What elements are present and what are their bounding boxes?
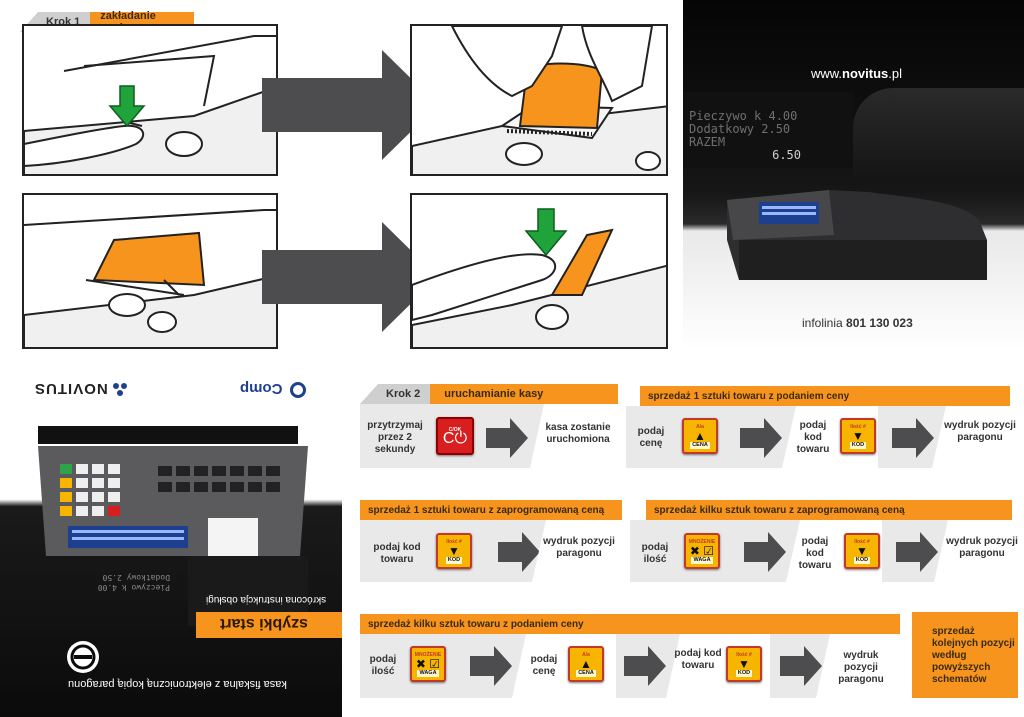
display-line-2: Dodatkowy 2.50 — [689, 122, 791, 136]
illustration-close-lid — [412, 208, 666, 347]
step2-tag: Krok 2 uruchamianie kasy — [360, 384, 619, 404]
start-hold-text: przytrzymaj przez 2 sekundy — [367, 420, 423, 455]
step-arrow-icon-4 — [498, 532, 540, 572]
many-price-t1: podaj ilość — [369, 654, 397, 677]
one-prog-t2: wydruk pozycji paragonu — [543, 536, 615, 559]
one-price-box-3 — [932, 406, 1024, 468]
website-url[interactable]: www.novitus.pl — [810, 66, 902, 81]
panel-roll-placed — [22, 193, 278, 349]
row-many-price-header: sprzedaż kilku sztuk towaru z podaniem c… — [360, 614, 900, 634]
waga-key-icon: MNOŻENIE✖ ☑WAGA — [684, 533, 720, 569]
many-prog-t1: podaj ilość — [641, 542, 669, 565]
many-price-t2: podaj cenę — [530, 654, 558, 677]
waga-key-icon-2: MNOŻENIE✖ ☑WAGA — [410, 646, 446, 682]
cena-key-icon-2: A/a▲CENA — [568, 646, 604, 682]
row-one-price-header: sprzedaż 1 sztuki towaru z podaniem ceny — [640, 386, 1010, 406]
kod-key-icon-2: Ilość #▼KOD — [436, 533, 472, 569]
kod-key-icon-4: Ilość #▼KOD — [726, 646, 762, 682]
illustration-roll-placed — [24, 209, 276, 347]
illustration-press-lever — [24, 35, 276, 174]
repeat-note: sprzedaż kolejnych pozycji według powyżs… — [912, 612, 1018, 698]
step-arrow-icon — [486, 418, 528, 458]
step-arrow-icon-6 — [896, 532, 938, 572]
one-prog-box-2 — [532, 520, 616, 582]
step-arrow-icon-7 — [470, 646, 512, 686]
cena-key-icon: A/a▲CENA — [682, 418, 718, 454]
one-price-t2: podaj kod towaru — [796, 420, 830, 455]
panel-close-lid — [410, 193, 668, 349]
panel-press-lever — [22, 24, 278, 176]
green-down-arrow-icon-2 — [524, 208, 568, 257]
step-arrow-icon-9 — [780, 646, 822, 686]
many-price-box-4 — [816, 634, 900, 698]
cover-subtitle: skrócona instrukcja obsługi — [206, 594, 327, 605]
step2-label: uruchamianie kasy — [430, 384, 619, 404]
kod-key-icon: Ilość #▼KOD — [840, 418, 876, 454]
step-arrow-icon-8 — [624, 646, 666, 686]
display-line-4: 6.50 — [772, 148, 801, 162]
many-prog-t2: podaj kod towaru — [798, 536, 832, 571]
step2-number: Krok 2 — [360, 384, 431, 404]
start-result-box — [530, 404, 616, 468]
many-price-t4: wydruk pozycji paragonu — [838, 650, 884, 685]
green-down-arrow-icon — [108, 85, 146, 128]
row-one-prog-header: sprzedaż 1 sztuki towaru z zaprogramowan… — [360, 500, 622, 520]
comp-logo-icon — [290, 382, 306, 398]
display-line-3: RAZEM — [689, 135, 726, 149]
e-copy-logo-icon — [67, 641, 99, 673]
row-many-prog-header: sprzedaż kilku sztuk towaru z zaprogramo… — [646, 500, 1012, 520]
large-display: Pieczywo k 4.00 Dodatkowy 2.50 RAZEM 6.5… — [683, 92, 853, 168]
power-key-icon: C/OK C⏻ — [436, 417, 474, 455]
one-price-t3: wydruk pozycji paragonu — [944, 420, 1016, 443]
display-line-1: Pieczywo k 4.00 — [689, 109, 798, 123]
step-arrow-icon-2 — [740, 418, 782, 458]
kod-key-icon-3: Ilość #▼KOD — [844, 533, 880, 569]
illustration-insert-roll — [412, 26, 666, 174]
novitus-logo: NOVITUS — [34, 380, 108, 397]
next-arrow-icon — [262, 50, 438, 160]
one-price-t1: podaj cenę — [637, 426, 665, 449]
cover-panel: NOVITUS Comp Pieczywo k 4.00 Dodatkowy 2… — [0, 366, 342, 717]
cash-register-image — [727, 190, 987, 280]
product-photo: www.novitus.pl Pieczywo k 4.00 Dodatkowy… — [683, 0, 1024, 350]
step-arrow-icon-5 — [744, 532, 786, 572]
novitus-logo-icon — [112, 382, 130, 398]
hotline[interactable]: infolinia 801 130 023 — [802, 316, 913, 330]
many-price-t3: podaj kod towaru — [674, 648, 722, 671]
cover-device-image — [38, 426, 308, 626]
panel-insert-roll — [410, 24, 668, 176]
cover-title: szybki start — [220, 615, 309, 632]
comp-logo: Comp — [240, 380, 283, 397]
cover-title-band — [196, 612, 342, 638]
cover-display-reflection: Pieczywo k 4.00 Dodatkowy 2.50 — [97, 573, 170, 592]
device-top-shell — [853, 88, 1024, 178]
many-prog-box-3 — [934, 520, 1024, 582]
start-result-text: kasa zostanie uruchomiona — [545, 422, 611, 445]
next-arrow-icon-2 — [262, 222, 438, 332]
step-arrow-icon-3 — [892, 418, 934, 458]
cover-footer: kasa fiskalna z elektroniczną kopią para… — [68, 678, 287, 690]
one-prog-t1: podaj kod towaru — [373, 542, 421, 565]
many-prog-t3: wydruk pozycji paragonu — [946, 536, 1018, 559]
